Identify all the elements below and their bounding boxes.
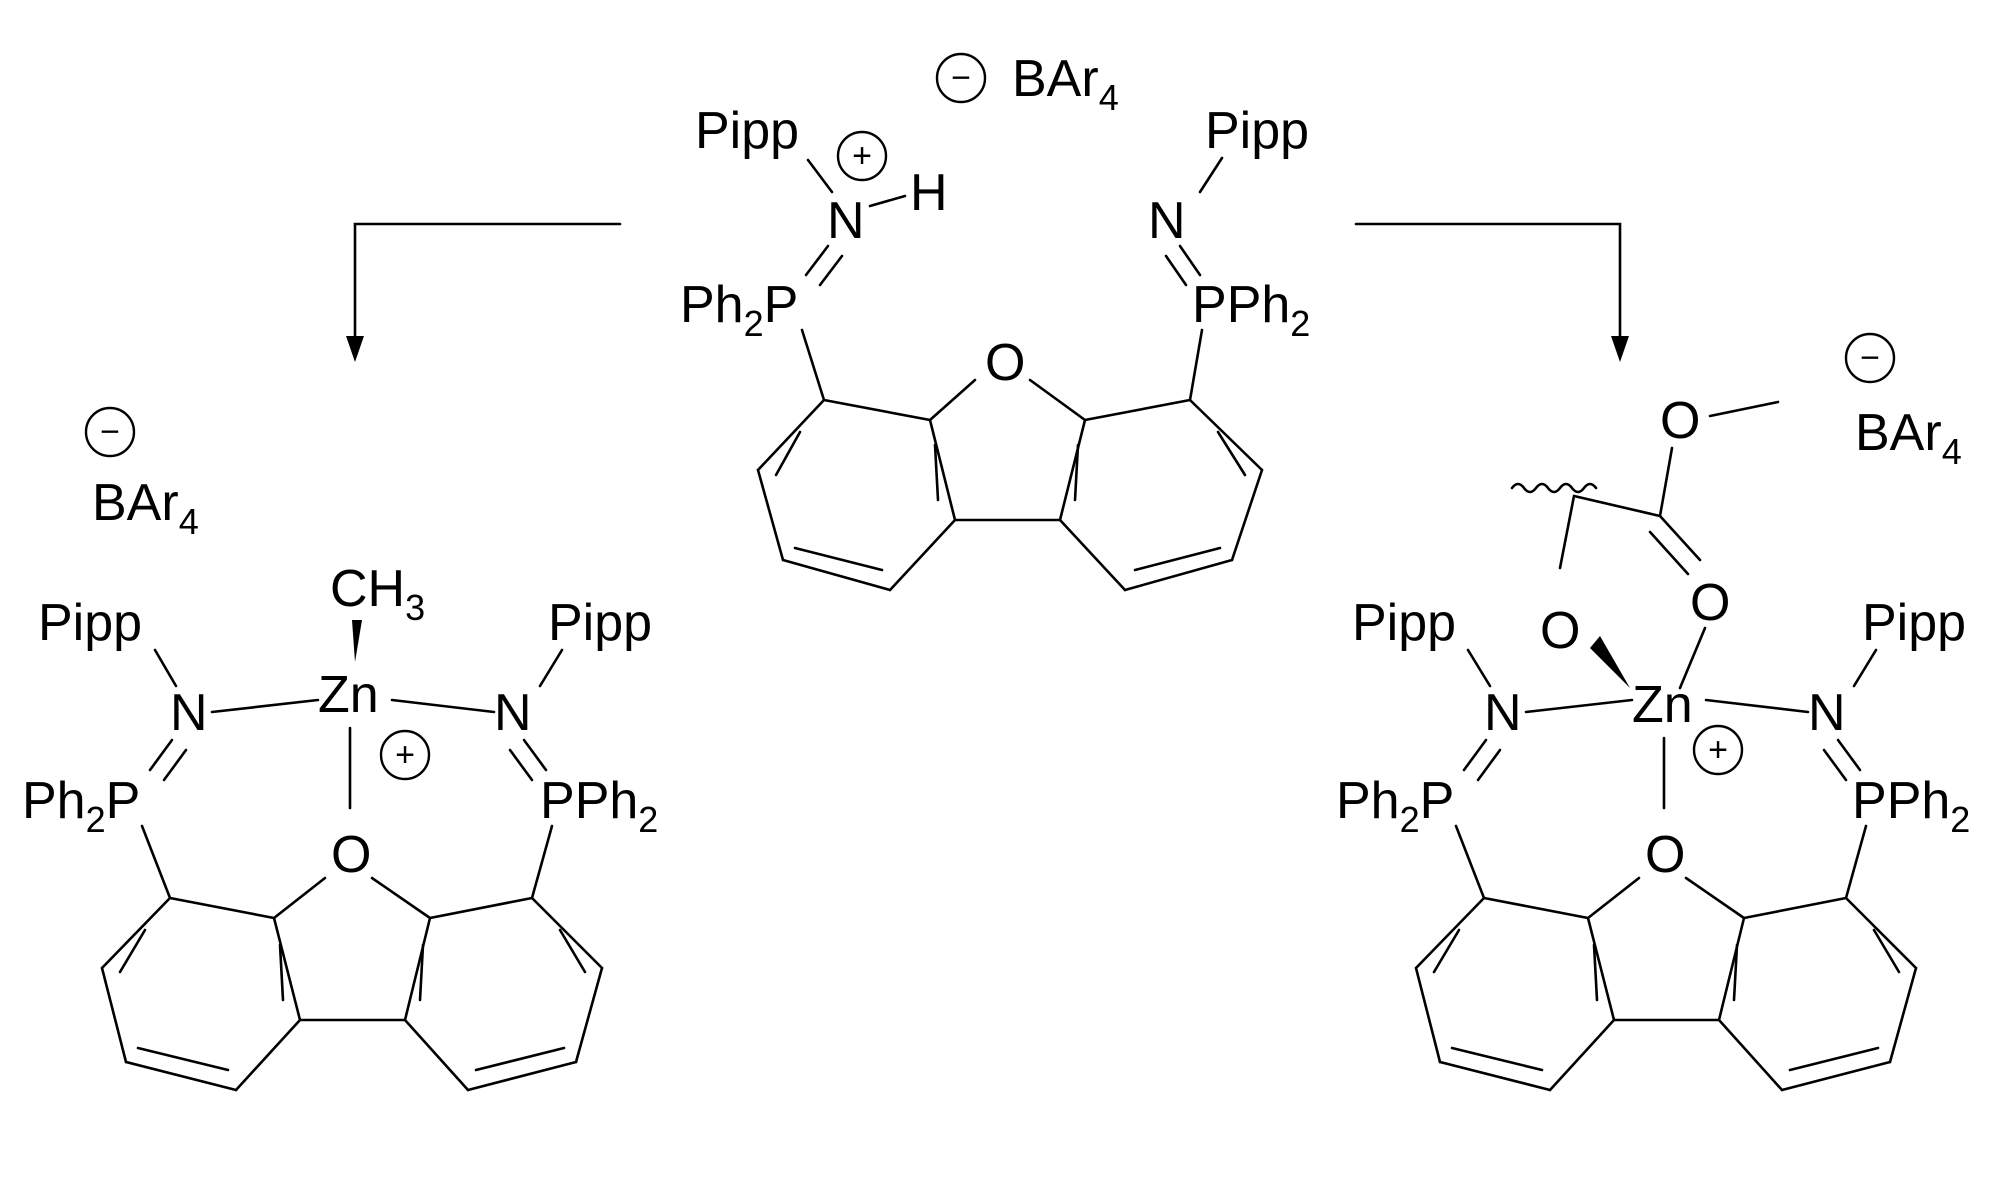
plus-charge-icon bbox=[379, 729, 431, 781]
counterion-label: BAr4 bbox=[1855, 404, 1962, 472]
o-label: O bbox=[1660, 392, 1700, 450]
pipp-label: Pipp bbox=[1205, 102, 1309, 160]
minus-sign: − bbox=[100, 413, 120, 451]
pph2-label: PPh2 bbox=[540, 772, 658, 840]
center-counterion: − BAr4 bbox=[935, 50, 1119, 118]
counterion-label: BAr4 bbox=[1012, 50, 1119, 118]
h-label: H bbox=[910, 164, 948, 222]
plus-sign: + bbox=[852, 137, 872, 175]
counterion-label: BAr4 bbox=[92, 474, 199, 542]
n-label: N bbox=[827, 192, 865, 250]
ch3-label: CH3 bbox=[330, 560, 425, 628]
o-label: O bbox=[1645, 826, 1685, 884]
dibenzofuran-backbone bbox=[1414, 824, 1918, 1092]
pph2-label: PPh2 bbox=[1192, 276, 1310, 344]
left-counterion: − BAr4 bbox=[84, 406, 199, 542]
ph2p-label: Ph2P bbox=[680, 276, 798, 344]
zn-label: Zn bbox=[318, 666, 379, 724]
minus-charge-icon bbox=[84, 406, 136, 458]
plus-sign: + bbox=[1708, 731, 1728, 769]
pipp-label: Pipp bbox=[548, 594, 652, 652]
wavy-bond bbox=[1510, 482, 1598, 494]
n-label: N bbox=[1484, 684, 1522, 742]
ph2p-label: Ph2P bbox=[22, 772, 140, 840]
pph2-label: PPh2 bbox=[1852, 772, 1970, 840]
minus-charge-icon bbox=[1844, 332, 1896, 384]
dibenzofuran-backbone bbox=[100, 824, 604, 1092]
minus-sign: − bbox=[951, 59, 971, 97]
right-reaction-arrow bbox=[1354, 222, 1629, 362]
right-counterion: − BAr4 bbox=[1844, 332, 1962, 472]
minus-charge-icon bbox=[935, 52, 987, 104]
o-label: O bbox=[1690, 574, 1730, 632]
zinc-lactate-complex: − BAr4 O O O Zn + Pipp N Ph2P Pipp N bbox=[1336, 332, 1970, 1092]
plus-sign: + bbox=[395, 736, 415, 774]
methyl-wedge-bond bbox=[352, 620, 362, 662]
pipp-label: Pipp bbox=[38, 594, 142, 652]
n-label: N bbox=[494, 684, 532, 742]
pipp-label: Pipp bbox=[1352, 594, 1456, 652]
o-label: O bbox=[331, 826, 371, 884]
plus-charge-icon bbox=[1692, 724, 1744, 776]
left-reaction-arrow bbox=[346, 222, 622, 362]
n-label: N bbox=[1148, 192, 1186, 250]
minus-sign: − bbox=[1860, 339, 1880, 377]
n-label: N bbox=[170, 684, 208, 742]
zinc-methyl-complex: − BAr4 CH3 Zn + Pipp N Ph2P Pipp N PPh2 … bbox=[22, 406, 658, 1092]
plus-charge-icon bbox=[836, 130, 888, 182]
o-label: O bbox=[1540, 602, 1580, 660]
pipp-label: Pipp bbox=[695, 102, 799, 160]
o-label: O bbox=[985, 334, 1025, 392]
protonated-ligand: − BAr4 Pipp + N H Ph2P Pipp N PPh2 O bbox=[680, 50, 1310, 592]
zn-label: Zn bbox=[1632, 676, 1693, 734]
dibenzofuran-backbone bbox=[756, 328, 1264, 592]
alkoxide-wedge-bond bbox=[1590, 636, 1630, 688]
pipp-label: Pipp bbox=[1862, 594, 1966, 652]
ph2p-label: Ph2P bbox=[1336, 772, 1454, 840]
n-label: N bbox=[1808, 684, 1846, 742]
